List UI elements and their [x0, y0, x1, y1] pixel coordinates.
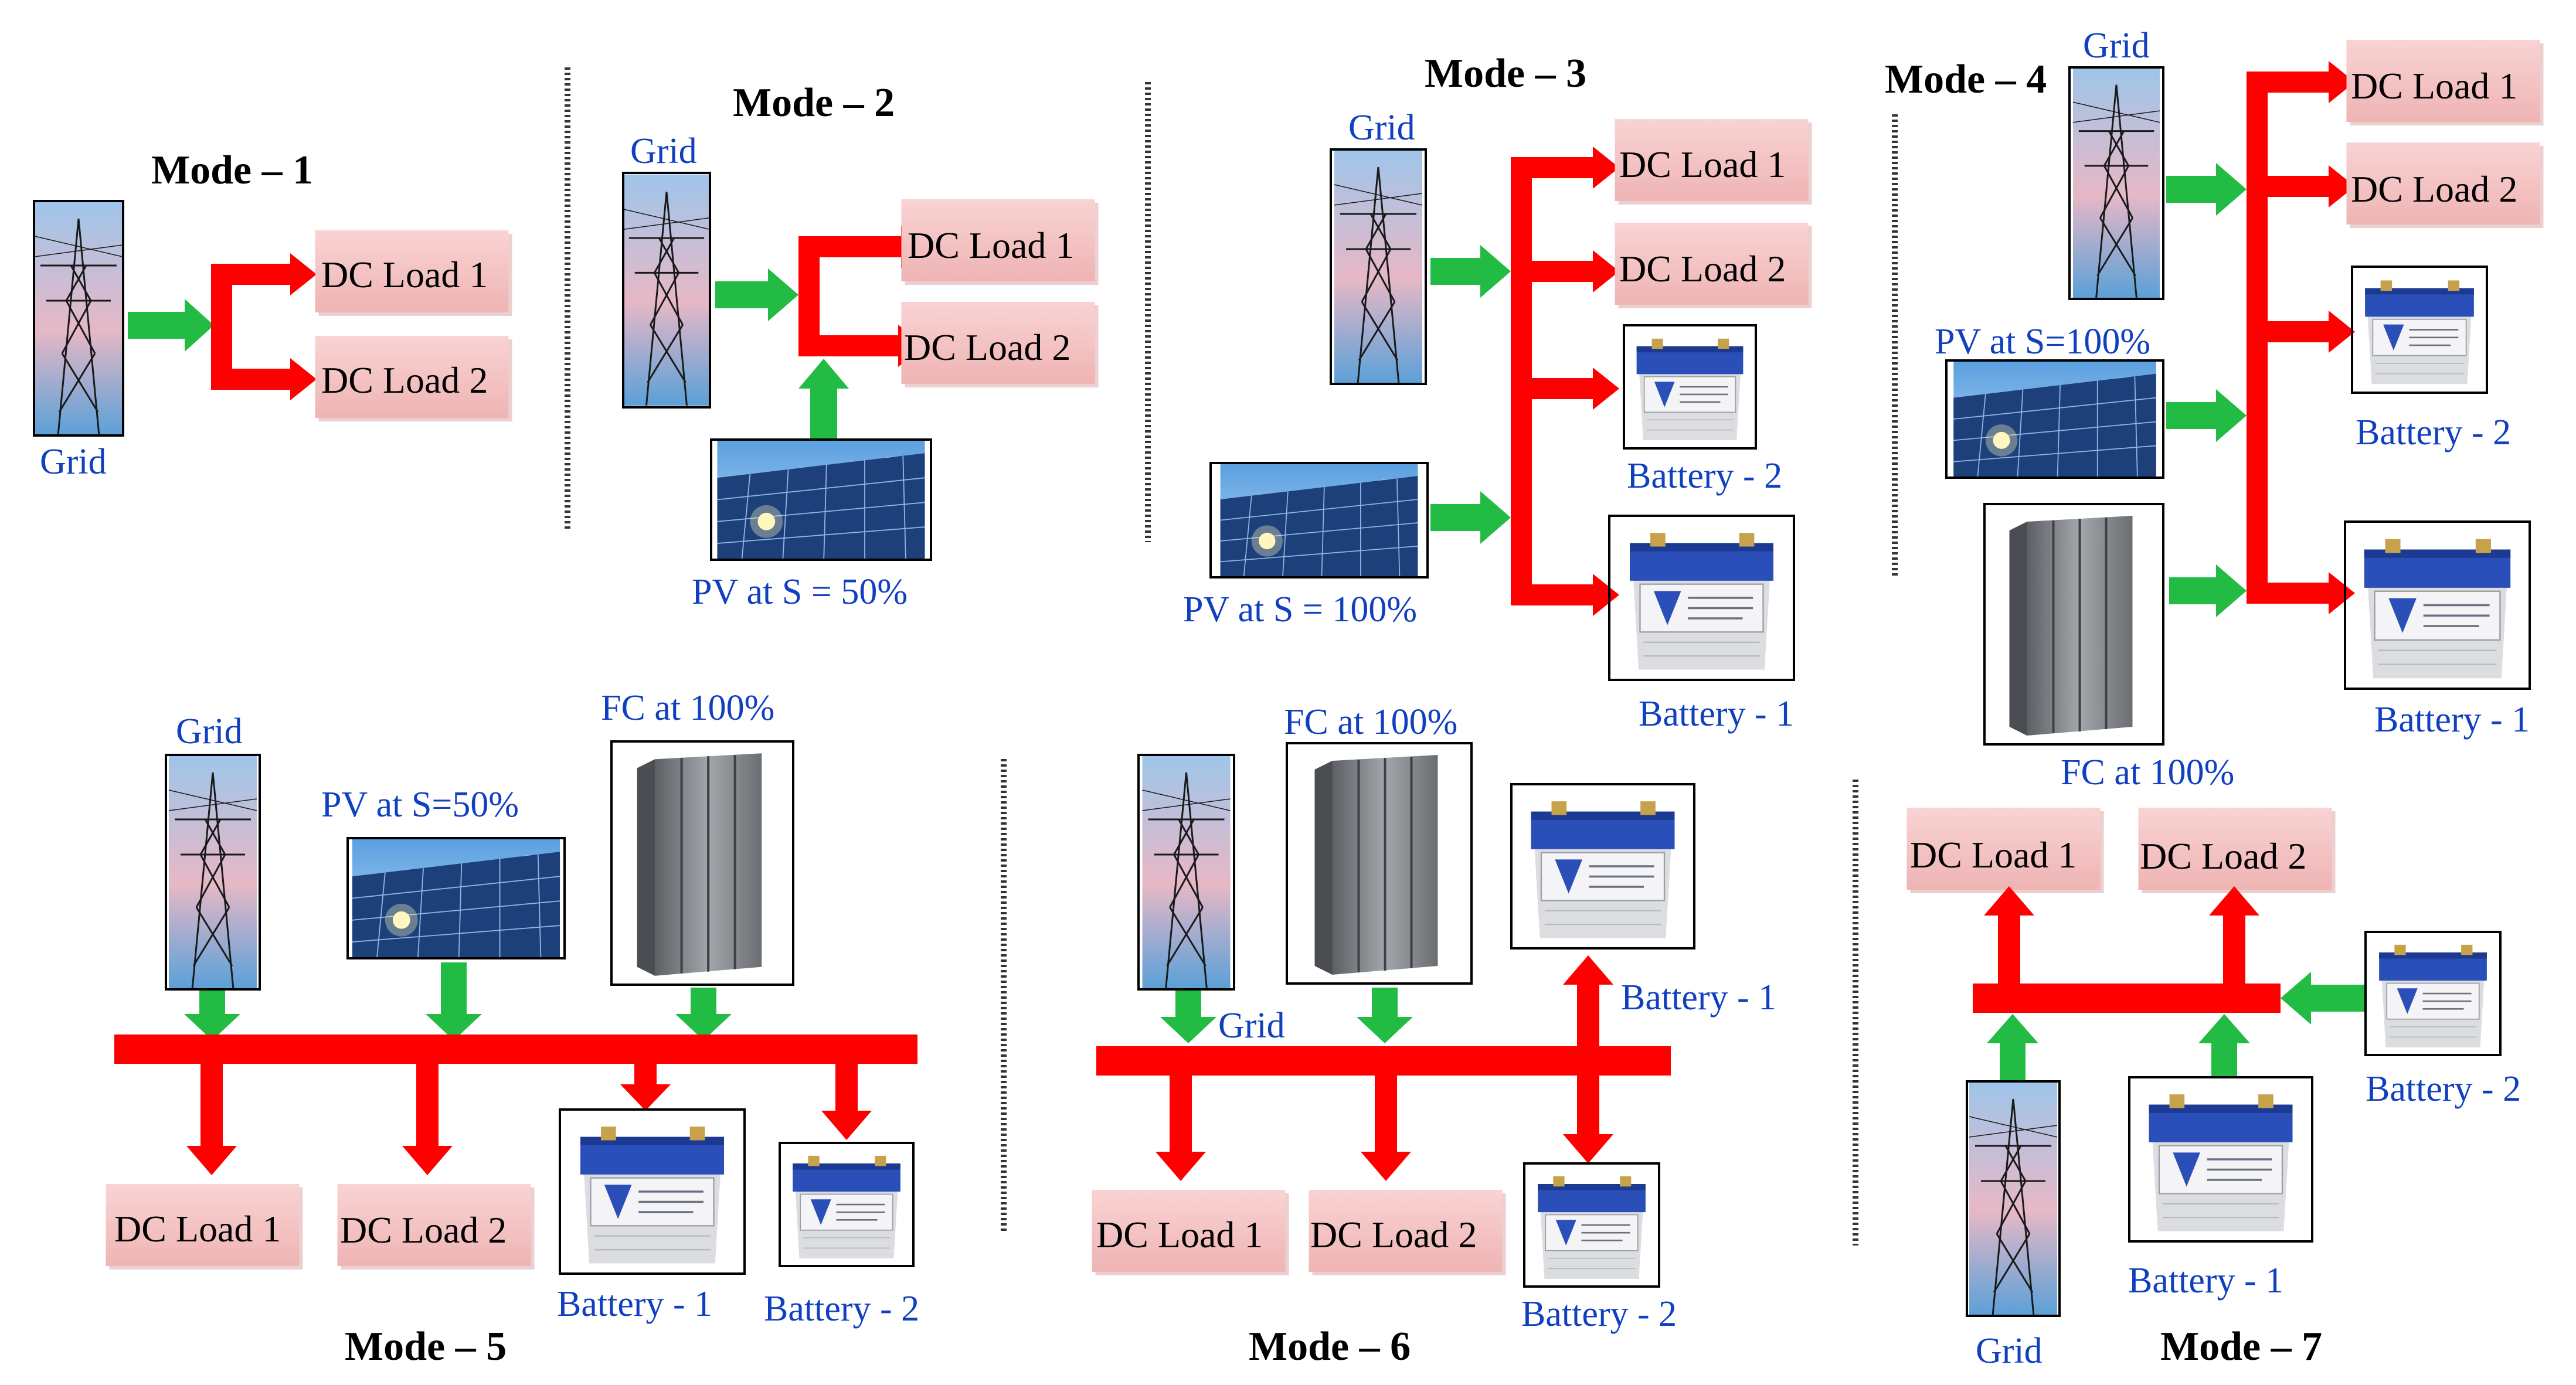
battery-icon: [2147, 1093, 2294, 1233]
battery-1-label: Battery - 1: [2128, 1261, 2283, 1301]
power-bus: [1096, 955, 1671, 1181]
battery-icon: [1636, 338, 1744, 441]
grid-tower-icon: [1333, 149, 1423, 384]
grid-tower-icon: [168, 755, 258, 989]
dc-load-1-label: DC Load 1: [321, 254, 488, 295]
power-bus: [114, 1035, 917, 1175]
grid-tower-icon: [1968, 1081, 2058, 1316]
supply-arrow: [184, 991, 240, 1040]
dc-load-2-label: DC Load 2: [1310, 1214, 1477, 1255]
battery-icon: [1530, 800, 1676, 940]
mode-3-panel: Mode – 3 Grid PV at S = 100% DC Load 1 D…: [1183, 51, 1812, 734]
dc-load-2-label: DC Load 2: [2140, 835, 2306, 877]
mode-1-title: Mode – 1: [151, 148, 313, 193]
dc-load-2-label: DC Load 2: [1619, 248, 1786, 290]
dc-load-1-label: DC Load 1: [2351, 65, 2517, 107]
dc-load-1-label: DC Load 1: [1619, 144, 1786, 185]
pv-label: PV at S=100%: [1935, 322, 2150, 362]
dc-load-2-label: DC Load 2: [2351, 168, 2517, 210]
dc-load-2-label: DC Load 2: [340, 1209, 507, 1251]
supply-arrow: [1430, 491, 1511, 544]
grid-label: Grid: [176, 712, 243, 751]
pv-panel-icon: [1219, 463, 1419, 577]
mode-7-title: Mode – 7: [2160, 1324, 2322, 1369]
supply-arrow: [426, 962, 482, 1040]
battery-2-label: Battery - 2: [764, 1289, 919, 1329]
dc-load-1-label: DC Load 1: [1910, 834, 2077, 876]
fuel-cell-icon: [2010, 516, 2133, 736]
mode-5-panel: Grid PV at S=50% FC at 100% DC Load 1 DC…: [106, 688, 919, 1369]
battery-2-label: Battery - 2: [2356, 413, 2511, 452]
power-bus: [1511, 147, 1619, 616]
pv-panel-icon: [1953, 360, 2157, 478]
fc-label: FC at 100%: [601, 688, 774, 728]
grid-tower-icon: [623, 173, 710, 407]
supply-arrow: [1357, 988, 1413, 1043]
supply-arrow: [798, 359, 849, 440]
dc-load-1-label: DC Load 1: [114, 1208, 281, 1250]
fc-label: FC at 100%: [1284, 702, 1457, 742]
power-bus: [1973, 886, 2281, 1013]
dc-load-1-label: DC Load 1: [908, 224, 1074, 266]
mode-4-title: Mode – 4: [1885, 57, 2047, 102]
battery-icon: [2378, 944, 2488, 1049]
mode-6-panel: FC at 100% Battery - 1 Grid DC Load 1 DC…: [1092, 702, 1776, 1369]
battery-1-label: Battery - 1: [1621, 978, 1776, 1018]
pv-label: PV at S=50%: [321, 785, 519, 825]
grid-label: Grid: [630, 131, 697, 171]
supply-arrow: [1160, 991, 1216, 1043]
pv-label: PV at S = 100%: [1183, 590, 1417, 629]
battery-icon: [1537, 1175, 1647, 1280]
battery-2-label: Battery - 2: [1521, 1294, 1677, 1334]
supply-arrow: [2169, 564, 2247, 617]
supply-arrow: [715, 268, 798, 321]
battery-icon: [2364, 280, 2475, 385]
grid-label: Grid: [2083, 26, 2150, 66]
battery-icon: [2363, 537, 2512, 680]
dc-load-2-label: DC Load 2: [904, 326, 1070, 368]
supply-arrow: [2166, 389, 2247, 442]
supply-arrow: [2166, 163, 2247, 216]
battery-1-label: Battery - 1: [557, 1284, 712, 1324]
supply-arrow: [675, 988, 732, 1040]
grid-tower-icon: [2072, 67, 2161, 299]
battery-1-label: Battery - 1: [2374, 700, 2530, 740]
fuel-cell-icon: [637, 753, 762, 976]
grid-label: Grid: [1218, 1006, 1285, 1046]
dc-load-2-label: DC Load 2: [321, 359, 488, 401]
mode-7-panel: DC Load 1 DC Load 2 Battery - 2 Grid Bat…: [1906, 808, 2521, 1371]
power-bus: [211, 253, 317, 400]
mode-2-panel: Mode – 2 Grid PV at S = 50% DC Load 1 DC…: [622, 80, 1099, 612]
battery-icon: [1629, 532, 1775, 671]
fc-label: FC at 100%: [2061, 753, 2234, 792]
mode-6-title: Mode – 6: [1249, 1324, 1411, 1369]
battery-2-label: Battery - 2: [1627, 456, 1782, 496]
mode-5-title: Mode – 5: [345, 1324, 507, 1369]
power-bus: [2247, 61, 2355, 614]
supply-arrow: [1987, 1014, 2038, 1081]
supply-arrow: [1430, 245, 1511, 298]
mode-4-panel: Mode – 4 Grid PV at S=100% FC at 100% DC…: [1885, 26, 2544, 792]
pv-panel-icon: [351, 838, 561, 958]
supply-arrow: [128, 299, 214, 352]
fuel-cell-icon: [1315, 755, 1438, 975]
mode-3-title: Mode – 3: [1425, 51, 1586, 96]
mode-2-title: Mode – 2: [733, 80, 895, 125]
battery-icon: [791, 1155, 902, 1260]
grid-tower-icon: [34, 201, 123, 435]
battery-icon: [579, 1125, 725, 1265]
pv-label: PV at S = 50%: [692, 572, 908, 612]
pv-panel-icon: [716, 440, 926, 560]
grid-tower-icon: [1141, 755, 1232, 989]
grid-label: Grid: [1976, 1331, 2043, 1371]
mode-1-panel: Mode – 1 Grid DC Load 1 DC Load 2: [33, 148, 512, 482]
battery-1-label: Battery - 1: [1639, 694, 1794, 734]
grid-label: Grid: [1348, 108, 1415, 148]
supply-arrow: [2281, 972, 2366, 1025]
supply-arrow: [2198, 1014, 2250, 1077]
battery-2-label: Battery - 2: [2366, 1069, 2521, 1109]
dc-load-1-label: DC Load 1: [1096, 1214, 1263, 1255]
grid-label: Grid: [40, 442, 107, 482]
